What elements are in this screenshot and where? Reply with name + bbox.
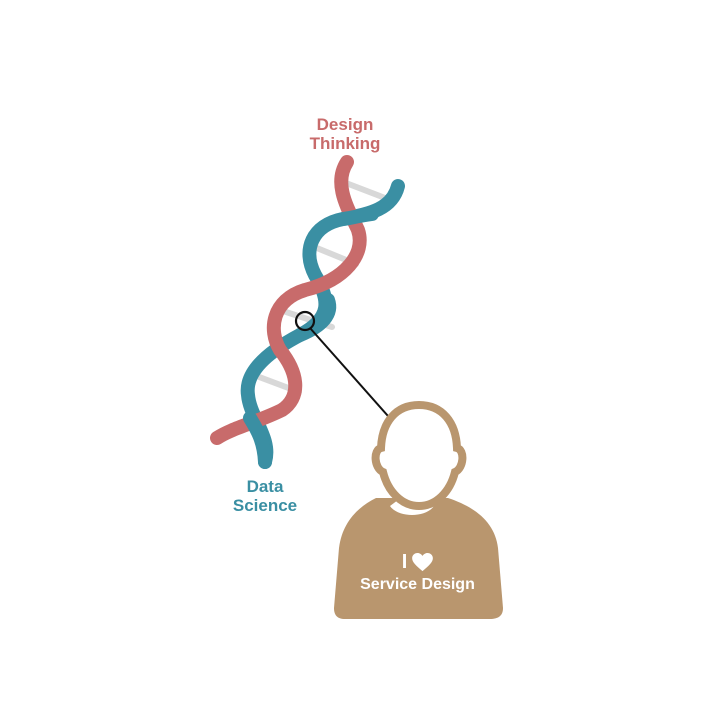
- heart-icon: [412, 552, 434, 571]
- pointer-ring: [294, 310, 316, 332]
- person-head: [371, 400, 467, 511]
- pointer-connector: [294, 310, 400, 429]
- data-science-label-line2: Science: [232, 496, 298, 515]
- shirt-line-1: I: [330, 550, 505, 574]
- dna-helix-icon: [210, 155, 405, 469]
- design-thinking-label: Design Thinking: [290, 115, 400, 153]
- data-science-label-line1: Data: [246, 477, 284, 496]
- shirt-print: I Service Design: [330, 550, 505, 595]
- design-thinking-strand: [210, 155, 367, 445]
- design-thinking-label-line2: Thinking: [309, 134, 381, 153]
- data-science-label: Data Science: [210, 477, 320, 515]
- design-thinking-label-line1: Design: [316, 115, 374, 134]
- data-science-overlap: [293, 293, 337, 342]
- data-science-overlap: [336, 207, 379, 226]
- helix-rung: [343, 180, 388, 201]
- pointer-line: [309, 327, 397, 426]
- shirt-line-2: Service Design: [360, 576, 475, 593]
- shirt-i-text: I: [401, 551, 408, 573]
- data-science-overlap: [243, 411, 272, 469]
